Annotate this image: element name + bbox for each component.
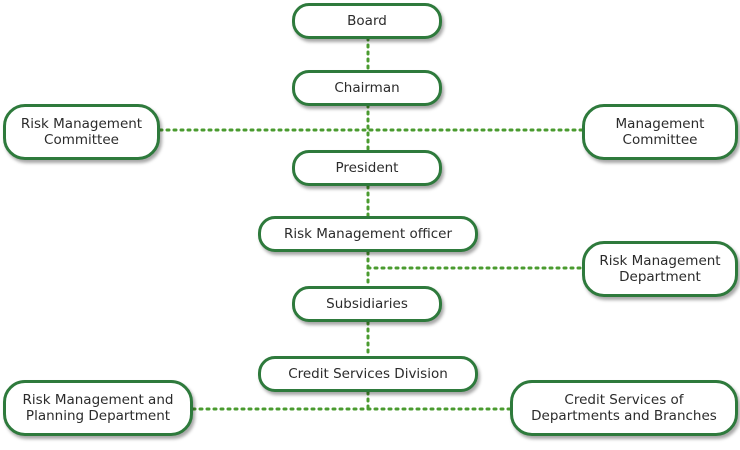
node-president: President [292, 150, 442, 186]
node-chairman-label: Chairman [334, 80, 400, 96]
node-management-committee: Management Committee [582, 104, 738, 160]
node-management-committee-label: Management Committee [615, 116, 705, 148]
node-risk-management-department-label: Risk Management Department [599, 253, 721, 285]
node-subsidiaries: Subsidiaries [292, 286, 442, 322]
node-risk-management-committee: Risk Management Committee [3, 104, 160, 160]
node-president-label: President [335, 160, 399, 176]
node-risk-management-and-planning-department-label: Risk Management and Planning Department [22, 392, 174, 424]
node-board-label: Board [347, 13, 387, 29]
node-risk-management-committee-label: Risk Management Committee [20, 116, 143, 148]
node-chairman: Chairman [292, 70, 442, 106]
node-board: Board [292, 3, 442, 39]
node-credit-services-of-departments-and-branches-label: Credit Services of Departments and Branc… [531, 392, 717, 424]
node-risk-management-and-planning-department: Risk Management and Planning Department [3, 380, 193, 436]
node-risk-management-department: Risk Management Department [582, 241, 738, 297]
node-credit-services-of-departments-and-branches: Credit Services of Departments and Branc… [510, 380, 738, 436]
node-risk-management-officer-label: Risk Management officer [283, 226, 453, 242]
node-subsidiaries-label: Subsidiaries [326, 296, 408, 312]
node-risk-management-officer: Risk Management officer [258, 216, 478, 252]
node-credit-services-division-label: Credit Services Division [288, 366, 448, 382]
node-credit-services-division: Credit Services Division [258, 356, 478, 392]
